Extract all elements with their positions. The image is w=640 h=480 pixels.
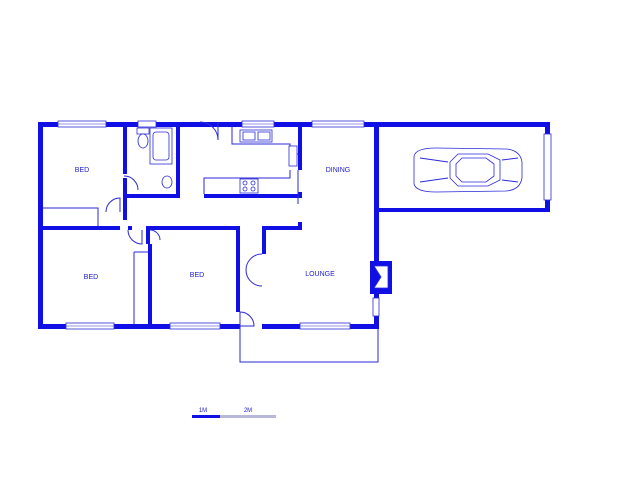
windows [57,120,552,330]
fireplace-icon [370,261,392,294]
room-label-bed-bottom-left: BED [84,274,98,281]
scale-label-1m: 1M [199,408,207,414]
room-label-lounge: LOUNGE [305,271,335,278]
scale-label-2m: 2M [244,408,252,414]
room-label-bed-middle: BED [190,272,204,279]
room-label-bed-top-left: BED [75,167,89,174]
bathtub-icon [149,127,173,165]
toilet-icon [136,127,173,189]
car-icon [413,147,523,193]
stove-icon [239,178,259,194]
sink-icon [203,127,298,194]
room-label-dining: DINING [326,167,351,174]
scale-bar: 1M 2M [192,408,276,418]
thin-lines [43,192,379,363]
door-swing-icon [105,121,299,327]
